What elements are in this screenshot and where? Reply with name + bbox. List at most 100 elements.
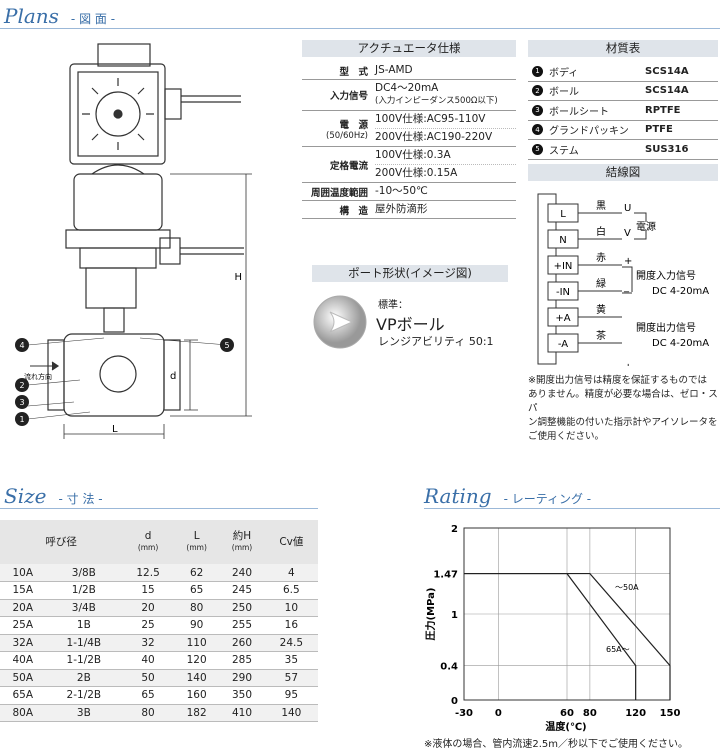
- size-cell: 80: [122, 704, 174, 722]
- wiring-note-line: ありません。精度が必要な場合は、ゼロ・スパ: [528, 389, 718, 414]
- input-signal-range: DC 4-20mA: [652, 286, 709, 297]
- dim-d-label: d: [170, 371, 176, 382]
- size-cell: 3/4B: [45, 599, 123, 617]
- plans-title: Plans- 図 面 -: [4, 4, 116, 28]
- size-cell: 25A: [0, 616, 46, 635]
- spec-label-text: 電 源: [339, 119, 368, 131]
- size-cell: 50: [122, 669, 174, 687]
- size-cell: 62: [173, 564, 220, 582]
- size-cell: 1B: [45, 616, 123, 635]
- size-cell: 15A: [0, 581, 46, 600]
- material-value: SCS14A: [645, 85, 689, 97]
- terminal-label: +A: [555, 313, 570, 324]
- spec-value-line: (入力インピーダンス500Ω以下): [375, 96, 498, 106]
- material-value: SUS316: [645, 143, 689, 155]
- material-number: 2: [532, 85, 543, 97]
- flow-label: 流れ方向: [24, 372, 52, 381]
- spec-value: -10～50℃: [372, 183, 516, 200]
- size-cell: 25: [122, 616, 174, 635]
- spec-label: 型 式: [302, 62, 372, 79]
- size-cell: 240: [219, 564, 265, 582]
- wiring-note-line: ※開度出力信号は精度を保証するものでは: [528, 375, 707, 386]
- material-value: RPTFE: [645, 104, 681, 116]
- material-number: 1: [532, 65, 543, 77]
- size-cell: 160: [173, 686, 220, 705]
- wiring-header: 結線図: [528, 164, 718, 181]
- size-header-unit: (mm): [186, 543, 207, 552]
- size-cell: 24.5: [264, 634, 318, 652]
- size-header-unit: (mm): [137, 543, 159, 552]
- chart-ytick: 0.4: [440, 662, 458, 673]
- material-part: ボールシート: [549, 106, 609, 118]
- signal-plus: +: [624, 256, 632, 267]
- size-cell: 255: [219, 616, 265, 635]
- size-rule: [0, 508, 318, 509]
- spec-label: 構 造: [302, 201, 372, 218]
- spec-label-text: 定格電流: [329, 160, 368, 172]
- size-cell: 10A: [0, 564, 46, 582]
- input-signal-label: 開度入力信号: [636, 269, 696, 282]
- size-header-text: Cv値: [279, 535, 304, 548]
- material-value: SCS14A: [645, 65, 689, 77]
- size-cell: 4: [264, 564, 318, 582]
- material-part: グランドパッキン: [549, 126, 629, 138]
- size-cell: 6.5: [264, 581, 318, 600]
- port-header: ポート形状(イメージ図): [312, 265, 508, 282]
- size-cell: 40: [122, 651, 174, 670]
- valve-drawing: H d L 流れ方向 4 5 2 3 1: [15, 43, 252, 439]
- chart-ytick: 1: [451, 610, 458, 621]
- chart-ytick: 0: [451, 696, 458, 707]
- chart-xtick: 60: [560, 708, 574, 719]
- wiring-frame: [537, 193, 557, 365]
- chart-xlabel: 温度(℃): [545, 720, 586, 733]
- size-cell: 57: [264, 669, 318, 687]
- wire-color: 赤: [596, 252, 606, 264]
- chart-xtick: 120: [625, 708, 646, 719]
- size-cell: 65A: [0, 686, 46, 705]
- spec-value-line: 100V仕様:0.3A: [375, 147, 516, 165]
- size-cell: 65: [173, 581, 220, 600]
- size-header-text: 約H: [232, 530, 252, 542]
- size-header-cell: Cv値: [264, 520, 318, 564]
- marker-2: 2: [19, 381, 24, 390]
- size-header-text: L: [193, 530, 200, 542]
- size-cell: 90: [173, 616, 220, 635]
- size-cell: 65: [122, 686, 174, 705]
- output-signal-label: 開度出力信号: [636, 321, 696, 334]
- chart-series-line: [464, 572, 637, 700]
- rating-note: ※液体の場合、管内流速2.5m／秒以下でご使用ください。: [424, 739, 689, 750]
- terminal-label: -A: [558, 339, 568, 350]
- size-header-cell: L(mm): [173, 520, 220, 564]
- spec-value-line: 屋外防滴形: [375, 203, 428, 215]
- size-cell: 350: [219, 686, 265, 705]
- material-value: PTFE: [645, 124, 673, 136]
- size-cell: 110: [173, 634, 220, 652]
- marker-4: 4: [19, 341, 24, 350]
- size-cell: 80A: [0, 704, 46, 722]
- size-cell: 3/8B: [45, 564, 123, 582]
- size-title: Size- 寸 法 -: [4, 484, 103, 508]
- spec-value: JS-AMD: [372, 62, 516, 79]
- size-cell: 3B: [45, 704, 123, 722]
- wire-color: 白: [596, 225, 606, 238]
- spec-value-line: 200V仕様:AC190-220V: [375, 131, 493, 143]
- wire-color: 茶: [596, 329, 606, 342]
- size-cell: 20A: [0, 599, 46, 617]
- dim-h-label: H: [234, 272, 242, 283]
- marker-1: 1: [19, 415, 24, 424]
- size-cell: 182: [173, 704, 220, 722]
